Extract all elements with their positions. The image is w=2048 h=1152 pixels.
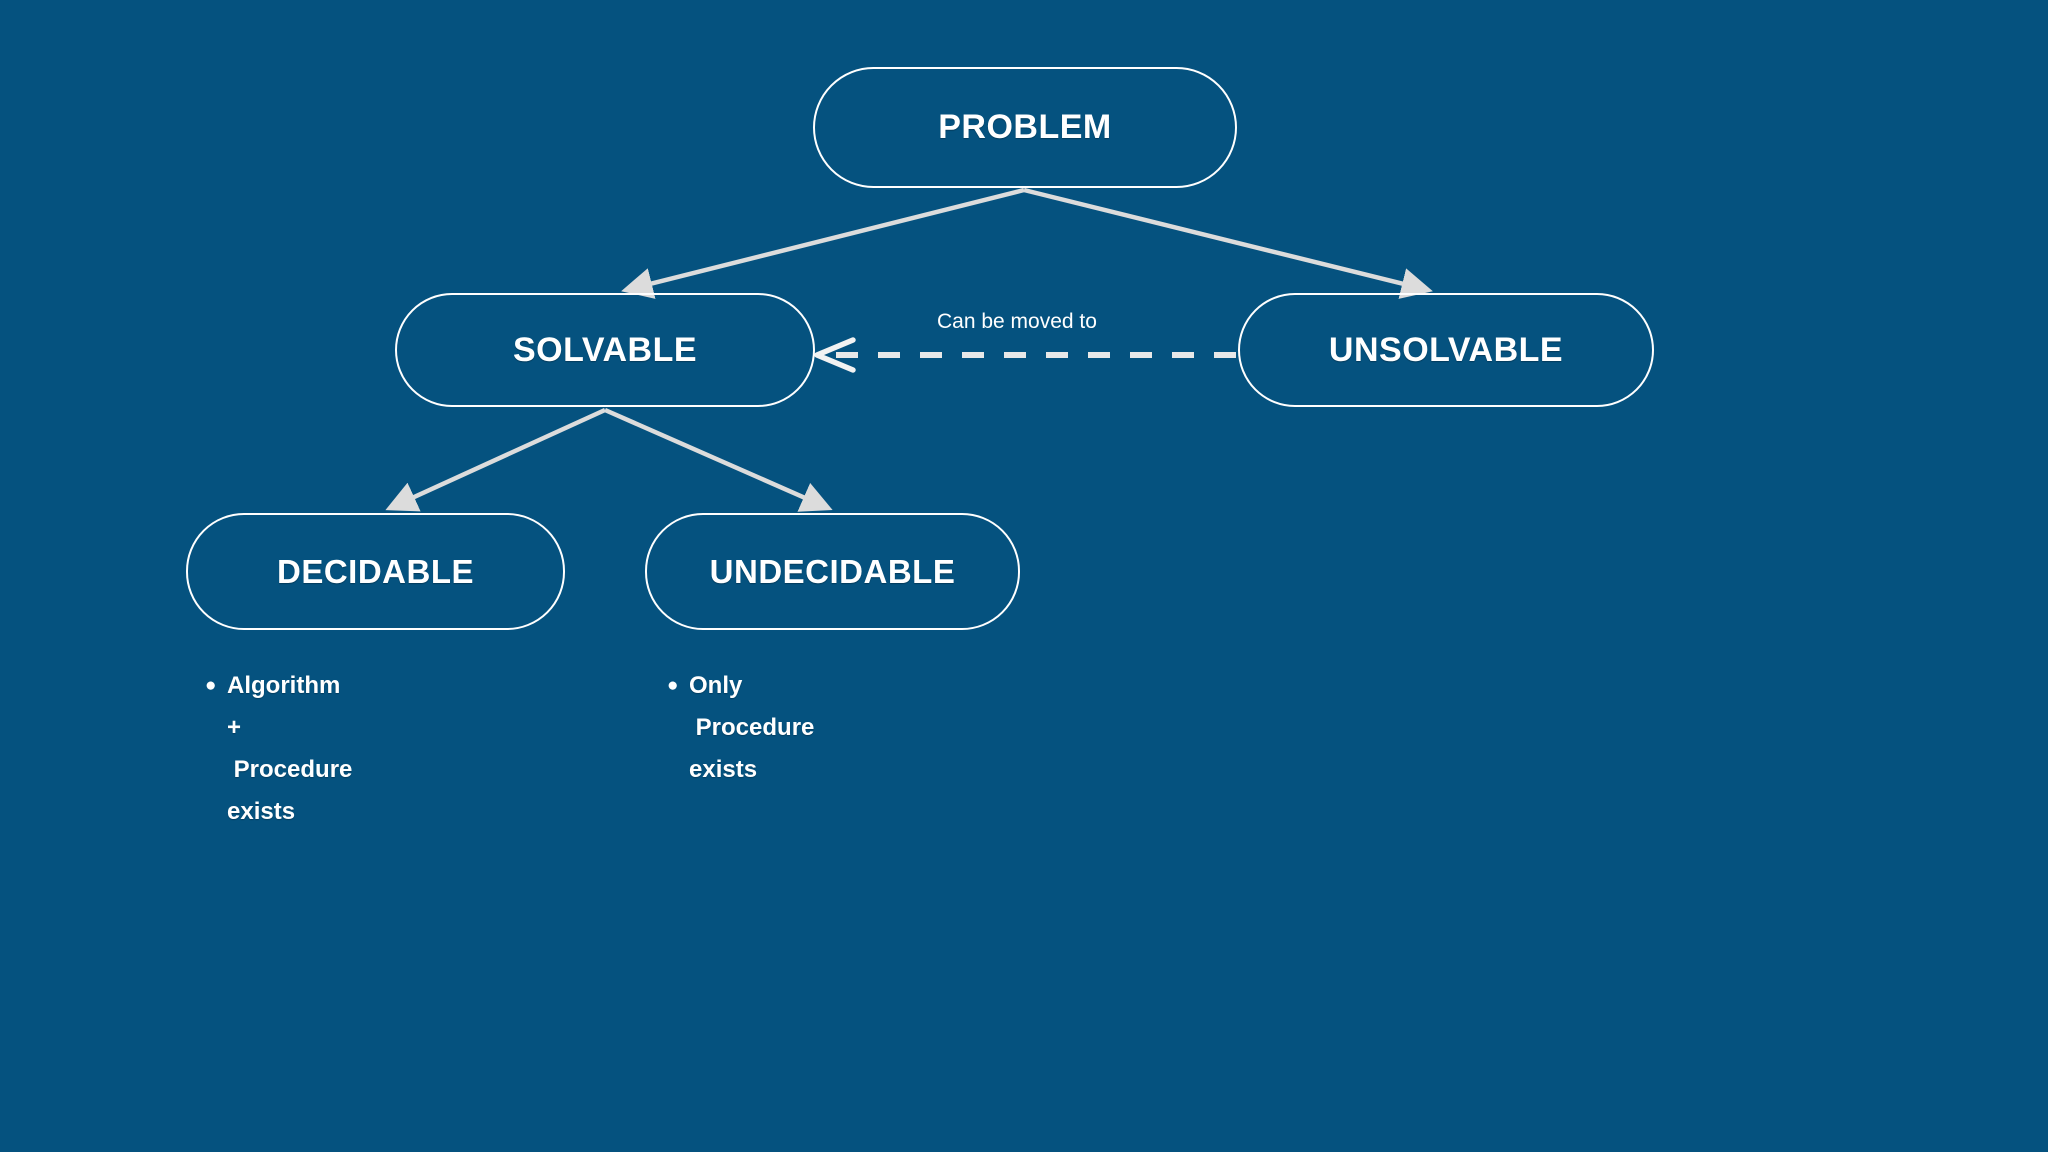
note-line: exists bbox=[227, 798, 296, 825]
node-unsolvable[interactable]: UNSOLVABLE bbox=[1238, 293, 1654, 407]
note-row: ● Only Procedure exists bbox=[667, 665, 814, 791]
note-text-lines: Algorithm + Procedure exists bbox=[227, 665, 352, 833]
note-text-lines: Only Procedure exists bbox=[689, 665, 814, 791]
note-line: Procedure bbox=[227, 756, 353, 783]
edge-problem-to-unsolvable bbox=[1023, 187, 1433, 299]
node-solvable[interactable]: SOLVABLE bbox=[395, 293, 815, 407]
node-undecidable-label: UNDECIDABLE bbox=[709, 552, 956, 590]
edge-label-can-be-moved-to: Can be moved to bbox=[937, 310, 1097, 333]
note-undecidable: ● Only Procedure exists bbox=[667, 665, 814, 791]
node-problem-label: PROBLEM bbox=[938, 108, 1112, 146]
node-undecidable[interactable]: UNDECIDABLE bbox=[645, 513, 1020, 630]
edge-problem-to-solvable bbox=[621, 187, 1025, 299]
note-line: Only bbox=[689, 672, 743, 699]
edge-solvable-to-undecidable bbox=[604, 407, 833, 512]
node-decidable[interactable]: DECIDABLE bbox=[186, 513, 565, 630]
node-solvable-label: SOLVABLE bbox=[512, 330, 698, 369]
bullet-icon: ● bbox=[667, 675, 679, 696]
node-decidable-label: DECIDABLE bbox=[276, 552, 474, 590]
note-line: + bbox=[227, 714, 242, 741]
note-row: ● Algorithm + Procedure exists bbox=[205, 665, 352, 833]
edge-solvable-to-decidable bbox=[385, 407, 606, 512]
note-line: Procedure bbox=[689, 714, 815, 741]
node-unsolvable-label: UNSOLVABLE bbox=[1328, 330, 1564, 369]
node-problem[interactable]: PROBLEM bbox=[813, 67, 1237, 188]
note-line: exists bbox=[689, 756, 758, 783]
note-decidable: ● Algorithm + Procedure exists bbox=[205, 665, 352, 833]
bullet-icon: ● bbox=[205, 675, 217, 696]
note-line: Algorithm bbox=[227, 672, 341, 699]
dashed-arrowhead-icon bbox=[814, 337, 856, 373]
